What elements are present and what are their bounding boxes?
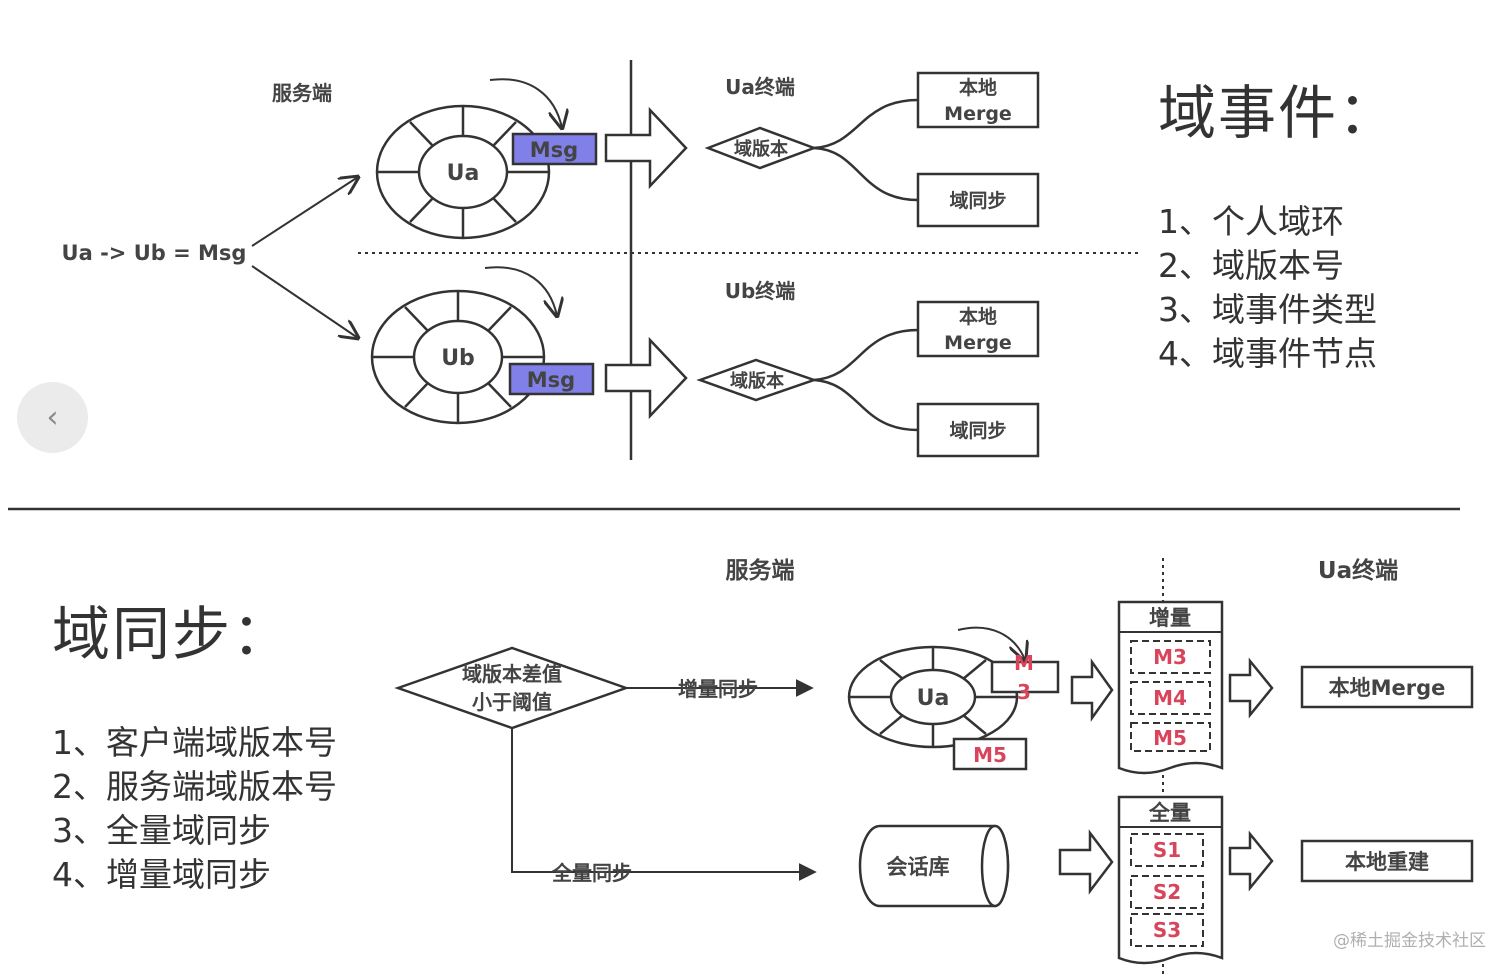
formula-label: Ua -> Ub = Msg [62, 241, 247, 265]
connector-ua-merge [813, 98, 919, 150]
full-item-2: S2 [1153, 880, 1181, 904]
ub-terminal-top: Ub终端 [725, 279, 796, 303]
block-arrow-full-to-rebuild [1228, 830, 1274, 892]
full-item-box-1 [1130, 833, 1204, 867]
incr-item-box-3 [1130, 722, 1211, 752]
incr-item-2: M4 [1153, 686, 1187, 710]
msg-box-ub [508, 362, 595, 396]
m5-ring-label: M5 [973, 743, 1007, 767]
ring-ua [375, 78, 562, 240]
block-arrow-ua [604, 106, 688, 190]
db-label: 会话库 [887, 855, 950, 879]
m3-box [990, 660, 1060, 694]
ring-ub-label: Ub [441, 346, 475, 371]
ua-terminal-top: Ua终端 [725, 75, 795, 99]
ring-ua-bottom [847, 626, 1025, 749]
list-item: 1、客户端域版本号 [52, 723, 337, 762]
full-item-box-2 [1130, 875, 1204, 909]
diamond-line2: 小于阈值 [472, 690, 552, 714]
m5-box [952, 737, 1028, 771]
arrow-to-ub [251, 265, 358, 338]
list-item: 4、增量域同步 [52, 855, 271, 894]
list-item: 4、域事件节点 [1158, 334, 1377, 373]
connector-ua-sync [813, 146, 919, 202]
ua-terminal-bottom: Ua终端 [1318, 557, 1398, 584]
arrow-full [511, 728, 817, 881]
back-button[interactable]: ‹ [17, 382, 88, 453]
merge-line2-ub: Merge [944, 332, 1012, 354]
full-item-3: S3 [1153, 918, 1181, 942]
heading-domain-event: 域事件： [1158, 79, 1399, 147]
sync-label-ua: 域同步 [949, 189, 1006, 212]
watermark: @稀土掘金技术社区 [1333, 931, 1486, 951]
connector-ub-sync [813, 378, 919, 432]
full-doc-title: 全量 [1148, 801, 1191, 825]
list-item: 1、个人域环 [1158, 202, 1344, 241]
chevron-left-icon: ‹ [46, 400, 59, 435]
msg-label-ub: Msg [527, 368, 575, 392]
list-item: 3、域事件类型 [1158, 290, 1377, 329]
incr-item-box-2 [1130, 681, 1211, 715]
incr-item-1: M3 [1153, 645, 1187, 669]
box-local-rebuild [1300, 839, 1474, 883]
domain-event-list: 1、个人域环 2、域版本号 3、域事件类型 4、域事件节点 [1158, 200, 1377, 376]
full-item-1: S1 [1153, 838, 1181, 862]
block-arrow-db-to-full [1058, 829, 1114, 895]
heading-domain-sync: 域同步： [52, 600, 293, 668]
m3-line1: M [1014, 651, 1034, 675]
list-item: 2、域版本号 [1158, 246, 1344, 285]
diamond-label-ub: 域版本 [730, 370, 784, 392]
diamond-threshold [394, 646, 630, 730]
block-arrow-ring-to-incr [1070, 658, 1114, 722]
server-label-bottom: 服务端 [726, 558, 795, 584]
box-local-merge [1300, 665, 1474, 709]
ring-ua-bottom-label: Ua [917, 686, 950, 711]
db-cylinder [858, 824, 1010, 908]
merge-line2-ua: Merge [944, 103, 1012, 125]
incr-item-3: M5 [1153, 726, 1187, 750]
server-label-top: 服务端 [272, 81, 332, 105]
ring-ub [370, 266, 557, 425]
list-item: 3、全量域同步 [52, 811, 271, 850]
incremental-sync-label: 增量同步 [678, 677, 758, 701]
msg-label-ua: Msg [530, 138, 578, 162]
block-arrow-incr-to-merge [1228, 657, 1274, 719]
box-domain-sync-ub [916, 402, 1040, 458]
local-rebuild-label: 本地重建 [1345, 850, 1429, 874]
block-arrow-ub [604, 336, 688, 420]
full-item-box-3 [1130, 913, 1204, 947]
incr-doc-title: 增量 [1149, 606, 1191, 630]
sync-label-ub: 域同步 [949, 419, 1006, 442]
box-local-merge-ua [916, 71, 1040, 129]
full-sync-label: 全量同步 [551, 861, 632, 885]
incr-item-box-1 [1130, 640, 1211, 674]
msg-box-ua [511, 132, 598, 166]
local-merge-label: 本地Merge [1329, 676, 1446, 700]
connector-ub-merge [813, 328, 919, 382]
m3-line2: 3 [1017, 680, 1031, 704]
box-local-merge-ub [916, 300, 1040, 358]
arrow-to-ua [251, 177, 358, 247]
list-item: 2、服务端域版本号 [52, 767, 337, 806]
diamond-line1: 域版本差值 [462, 662, 562, 686]
domain-sync-list: 1、客户端域版本号 2、服务端域版本号 3、全量域同步 4、增量域同步 [52, 721, 337, 897]
diamond-label-ua: 域版本 [734, 138, 788, 160]
merge-line1-ua: 本地 [959, 76, 997, 99]
merge-line1-ub: 本地 [959, 305, 997, 328]
ring-ua-label: Ua [447, 161, 480, 186]
box-domain-sync-ua [916, 172, 1040, 228]
